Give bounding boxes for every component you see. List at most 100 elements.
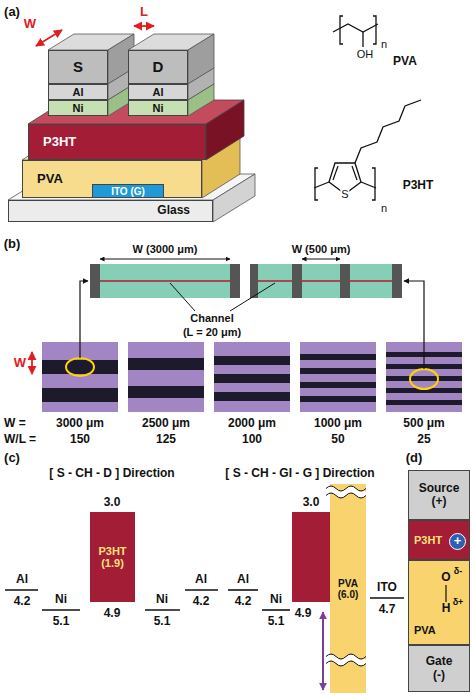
- bracket: [315, 168, 318, 200]
- width-value: 500 μm: [403, 417, 444, 430]
- material-label: Al: [16, 573, 28, 586]
- node-text: Al: [153, 86, 164, 98]
- leader-line: [170, 283, 195, 311]
- device-photo: [214, 342, 290, 412]
- node-text: Ni: [153, 102, 164, 114]
- energy-value: 4.2: [235, 595, 252, 608]
- barrier-arrow: [322, 612, 324, 690]
- channel-line: [258, 280, 392, 281]
- axis-break: [326, 654, 366, 659]
- energy-value: 4.2: [14, 595, 31, 608]
- highlight-ellipse: [410, 369, 438, 389]
- energy-value: 4.9: [295, 607, 312, 620]
- material-label: Ni: [156, 593, 168, 606]
- energy-level: [370, 597, 404, 599]
- dimension-label: W (500 μm): [290, 243, 353, 255]
- subscript: n: [381, 202, 387, 214]
- panel-letter: (d): [406, 451, 423, 465]
- p3ht-band: [292, 512, 330, 602]
- leader-line: [230, 283, 275, 311]
- node-text: D: [153, 59, 164, 76]
- node-text: Source: [419, 482, 460, 495]
- direction-title: [ S - CH - D ] Direction: [49, 467, 174, 480]
- electrode-stripe: [214, 392, 290, 401]
- electrode-stripe: [300, 368, 376, 374]
- energy-value: 4.9: [104, 607, 121, 620]
- strip-block: [292, 264, 302, 298]
- hexyl-chain: [355, 100, 421, 163]
- double-bond: [333, 166, 338, 180]
- bracket: [340, 16, 343, 44]
- p3ht-band: P3HT(1.9): [90, 512, 135, 602]
- energy-value: 5.1: [268, 615, 285, 628]
- electrode-stripe: [128, 386, 204, 398]
- node-text: (-): [433, 669, 445, 682]
- strip-end: [230, 264, 240, 298]
- pointer-arrow: [80, 281, 88, 358]
- bracket: [372, 168, 375, 200]
- al-layer: Al: [128, 84, 188, 100]
- row-header: W =: [4, 417, 26, 430]
- width-value: 2500 μm: [142, 417, 190, 430]
- partial-charge: δ+: [453, 598, 464, 608]
- dimension-label: W: [14, 356, 26, 370]
- node-text: P3HT: [43, 135, 76, 149]
- bracket: [373, 16, 376, 44]
- strip-end: [90, 264, 100, 298]
- source-band: Source(+): [408, 470, 470, 520]
- node-text: S: [73, 59, 83, 76]
- strip-block: [250, 264, 258, 298]
- electrode-stripe: [386, 400, 462, 405]
- node-text: (6.0): [338, 589, 359, 600]
- node-text: PVA: [414, 624, 436, 636]
- energy-value: 5.1: [53, 615, 70, 628]
- electrode-strip: [90, 264, 240, 298]
- strip-block: [340, 264, 350, 298]
- electrode-stripe: [300, 354, 376, 360]
- direction-title: [ S - CH - GI - G ] Direction: [225, 467, 374, 480]
- energy-value: 4.2: [193, 595, 210, 608]
- channel-line: [100, 280, 230, 281]
- ratio-value: 150: [70, 433, 90, 446]
- node-text: P3HT: [414, 534, 442, 546]
- energy-level: [228, 589, 258, 591]
- node-text: +: [454, 534, 462, 548]
- electrode-stripe: [42, 388, 118, 402]
- pointer-arrow: [404, 281, 424, 369]
- material-label: Ni: [270, 593, 282, 606]
- width-arrow: [302, 259, 340, 260]
- electrode-stripe: [386, 376, 462, 381]
- length-arrow: [134, 25, 154, 27]
- node-text: P3HT: [98, 545, 126, 557]
- energy-value: 5.1: [154, 615, 171, 628]
- width-arrow: [31, 352, 33, 374]
- node-text: Ni: [73, 102, 84, 114]
- axis-break: [326, 658, 366, 663]
- p3ht-band: P3HT +: [408, 520, 470, 560]
- axis-break: [326, 661, 366, 666]
- device-photo: [128, 342, 204, 412]
- material-label: Al: [237, 573, 249, 586]
- gate-band: Gate(-): [408, 645, 470, 692]
- highlight-ellipse: [66, 358, 94, 376]
- strip-block: [392, 264, 402, 298]
- partial-charge: δ-: [454, 567, 462, 577]
- ito-gate: ITO (G): [92, 184, 164, 198]
- axis-break: [326, 493, 366, 498]
- dimension-label: L: [140, 5, 148, 19]
- energy-value: 4.7: [379, 603, 396, 616]
- p3ht-side-face: [206, 100, 244, 160]
- subscript: n: [381, 38, 387, 50]
- panel-letter: (b): [4, 237, 21, 251]
- node-text: ITO (G): [111, 186, 145, 197]
- node-text: Al: [73, 86, 84, 98]
- atom-label: O: [441, 571, 450, 584]
- width-value: 1000 μm: [314, 417, 362, 430]
- material-label: Ni: [55, 593, 67, 606]
- energy-level: [42, 609, 80, 611]
- node-text: Gate: [426, 655, 453, 668]
- energy-level: [262, 609, 290, 611]
- channel-label: (L = 20 μm): [183, 326, 241, 338]
- node-text: PVA: [338, 578, 358, 589]
- glass-substrate: Glass: [8, 200, 213, 222]
